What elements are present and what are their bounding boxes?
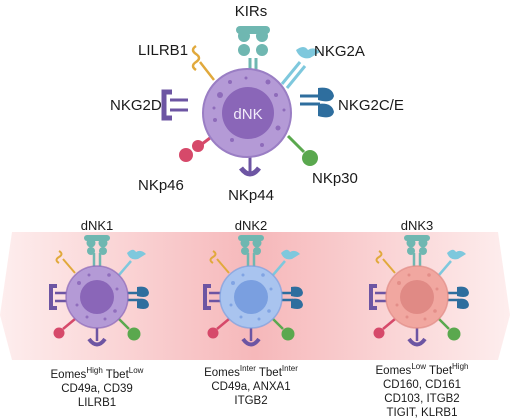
nkg2ce-receptor-icon [300, 87, 334, 118]
top-cell-label: dNK [233, 106, 262, 123]
subset-cell-dnk1 [49, 235, 149, 347]
nkg2d-receptor-icon [161, 89, 188, 121]
subset-markers-dnk3-line3: TIGIT, KLRB1 [387, 407, 458, 419]
label-lilrb1: LILRB1 [138, 42, 188, 59]
label-nkg2d: NKG2D [110, 97, 162, 114]
subset-markers-dnk1-header: EomesHigh TbetLow [51, 366, 144, 381]
subset-markers-dnk1-line1: CD49a, CD39 [61, 383, 133, 395]
subset-markers-dnk3-header: EomesLow TbetHigh [376, 362, 469, 377]
subset-title-dnk3: dNK3 [401, 218, 434, 233]
subset-markers-dnk2-line2: ITGB2 [234, 395, 267, 407]
label-nkg2ce: NKG2C/E [338, 97, 404, 114]
subset-cell-dnk3 [369, 235, 469, 347]
lilrb1-receptor-icon [191, 44, 215, 81]
top-dnk-cell: dNK KIRs LILRB1 NKG2A NKG2D NKG2C/E NKp4… [110, 3, 404, 204]
subset-markers-dnk2-header: EomesInter TbetInter [204, 364, 298, 379]
subset-title-dnk1: dNK1 [81, 218, 114, 233]
label-kirs: KIRs [235, 3, 268, 20]
label-nkp44: NKp44 [228, 187, 274, 204]
subset-markers-dnk3-line1: CD160, CD161 [383, 379, 461, 391]
subset-title-dnk2: dNK2 [235, 218, 268, 233]
label-nkg2a: NKG2A [314, 43, 365, 60]
subset-markers-dnk2-line1: CD49a, ANXA1 [211, 381, 290, 393]
subset-cell-dnk2 [203, 235, 303, 347]
nkp46-receptor-icon [179, 136, 211, 162]
subset-markers-dnk1-line2: LILRB1 [78, 397, 116, 409]
nkg2a-receptor-icon [280, 47, 320, 89]
subset-markers-dnk3-line2: CD103, ITGB2 [384, 393, 459, 405]
label-nkp46: NKp46 [138, 177, 184, 194]
top-cell-nucleus [222, 87, 274, 139]
nkp30-receptor-icon [286, 134, 318, 166]
label-nkp30: NKp30 [312, 170, 358, 187]
